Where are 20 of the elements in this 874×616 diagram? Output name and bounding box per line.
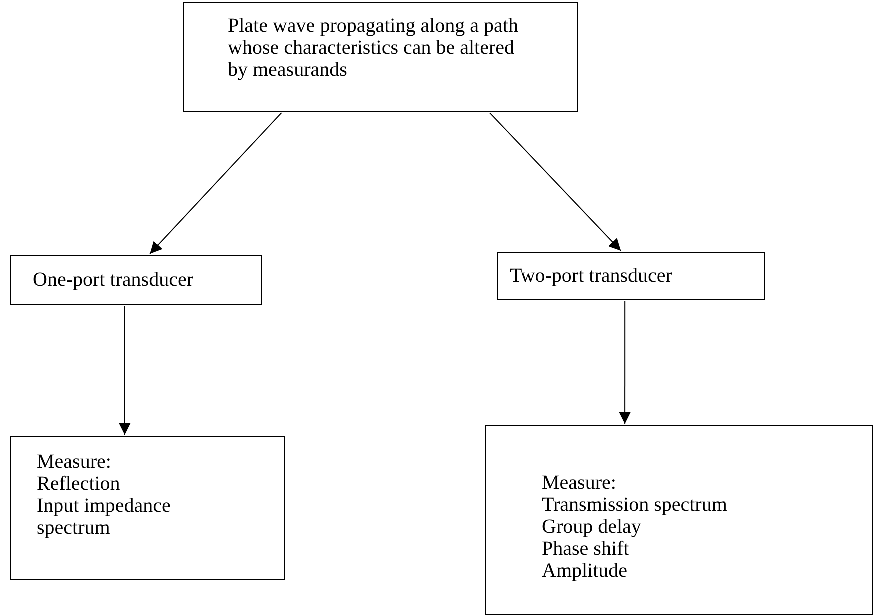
- box-text: Amplitude: [542, 560, 629, 582]
- process-box: [485, 425, 873, 615]
- process-box: [10, 436, 285, 580]
- box-text: Plate wave propagating along a path whose characteristics can be altered by measurands: [228, 15, 520, 81]
- box-text: Reflection: [37, 473, 122, 495]
- arrow: [118, 306, 131, 436]
- box-text: Input impedance spectrum: [37, 495, 172, 539]
- process-box: [183, 2, 578, 112]
- arrow: [489, 112, 622, 252]
- box-text: Measure:: [542, 472, 618, 494]
- arrow: [619, 300, 632, 424]
- process-box: [497, 252, 765, 300]
- box-text: Phase shift: [542, 538, 630, 560]
- box-text: One-port transducer: [33, 269, 194, 291]
- arrow: [150, 112, 282, 254]
- box-text: Measure:: [37, 451, 112, 473]
- process-box: [10, 255, 262, 305]
- box-text: Transmission spectrum: [542, 494, 728, 516]
- box-text: Two-port transducer: [510, 265, 674, 287]
- box-text: Group delay: [542, 516, 642, 538]
